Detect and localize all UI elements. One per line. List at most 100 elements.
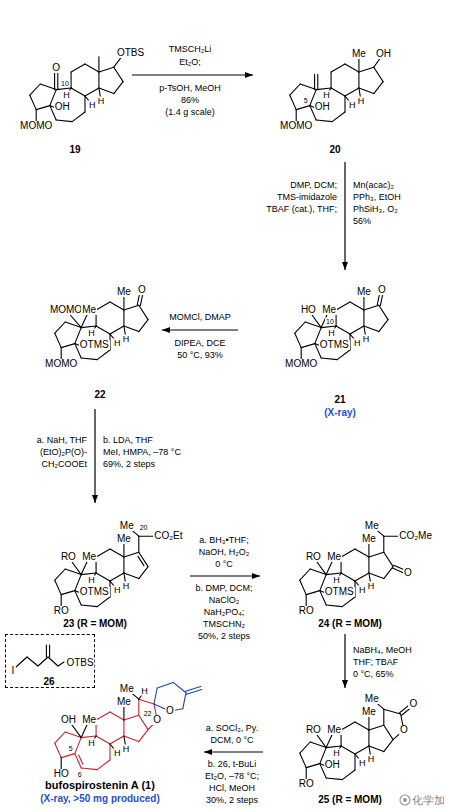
reagent-text: THF; TBAF — [352, 658, 399, 667]
atom-label: H — [88, 100, 97, 109]
reagent-text: NaOH, H₂O₂ — [198, 548, 251, 557]
atom-label: MOMO — [49, 305, 83, 315]
atom-label: Me — [81, 715, 97, 725]
atom-label: CO₂Me — [398, 531, 433, 541]
bond — [81, 605, 97, 607]
reagent-text: MeI, HMPA, –78 °C — [102, 448, 182, 457]
bond — [326, 605, 342, 607]
atom-label: RO — [298, 606, 315, 616]
bond — [56, 88, 71, 90]
bond — [300, 580, 306, 594]
bond — [326, 746, 341, 748]
bond — [321, 326, 336, 328]
bond — [81, 768, 97, 770]
atom-label: H — [113, 338, 122, 347]
atom-label: H — [358, 758, 367, 767]
reagent-text: 56% — [352, 217, 372, 226]
bond — [383, 536, 384, 552]
bond — [124, 552, 139, 557]
bond — [138, 556, 144, 565]
bond — [61, 754, 75, 758]
bond — [355, 573, 369, 581]
bond — [81, 326, 96, 328]
atom-label: OTMS — [319, 340, 350, 350]
bond — [354, 754, 355, 770]
bond — [345, 64, 359, 72]
bond — [97, 597, 110, 607]
atom-label: H — [97, 96, 106, 105]
compound: 24 (R = MOM) — [262, 505, 445, 632]
atom-label: H — [62, 91, 71, 100]
bond — [306, 591, 320, 595]
bond — [139, 699, 154, 704]
bond — [355, 722, 369, 730]
reagent-text: 86% — [180, 96, 200, 105]
bond — [186, 686, 201, 691]
atom-label: O — [403, 568, 413, 578]
reagent-text: a. BH₃•THF; — [198, 536, 249, 545]
bond — [369, 746, 384, 752]
compound-number: 24 (R = MOM) — [318, 619, 382, 629]
bond — [383, 709, 384, 725]
bond — [369, 552, 384, 557]
bond — [300, 84, 316, 90]
compound-number: (X-ray) — [324, 408, 356, 418]
atom-label: Me — [321, 305, 337, 315]
atom-label: OH — [314, 102, 331, 112]
bond — [75, 754, 81, 768]
bond — [30, 84, 40, 95]
bond — [96, 326, 110, 334]
reagent-text: 50 °C, 93% — [176, 351, 224, 360]
reagent-text: DIPEA, DCE — [173, 339, 226, 348]
bond — [379, 320, 388, 332]
reagent-text: a. NaH, THF — [36, 436, 88, 445]
bond — [97, 350, 110, 360]
bond — [123, 557, 124, 573]
bond — [368, 557, 369, 573]
atom-label: OTMS — [324, 587, 355, 597]
bond — [369, 725, 384, 730]
bond — [384, 536, 399, 537]
locant-number: 10 — [60, 80, 70, 87]
bond — [110, 712, 124, 720]
bond — [81, 358, 97, 360]
atom-label: H — [348, 100, 357, 109]
bond — [110, 549, 124, 557]
bond — [38, 657, 48, 666]
reagent-text: b. DMP, DCM; — [195, 584, 254, 593]
bond — [342, 770, 355, 780]
bond — [55, 322, 65, 333]
atom-label: CO₂Et — [153, 531, 183, 541]
watermark-icon — [400, 795, 410, 805]
bond — [110, 326, 124, 334]
bond — [71, 64, 85, 72]
bond — [139, 730, 148, 742]
bond — [341, 746, 355, 754]
atom-label: OTMS — [79, 340, 110, 350]
atom-label: Me — [364, 694, 380, 704]
bond — [124, 573, 139, 579]
reagent-text: Et₂O, –78 °C; — [204, 772, 260, 781]
atom-label: HO — [53, 769, 70, 779]
bond — [154, 688, 157, 704]
bond — [331, 64, 345, 72]
atom-label: MOMO — [279, 121, 313, 131]
locant-number: 20 — [139, 524, 149, 531]
bond — [384, 552, 393, 566]
bond — [290, 84, 300, 95]
bond — [36, 106, 50, 110]
atom-label: HO — [300, 305, 317, 315]
compound-number: 25 (R = MOM) — [318, 795, 382, 805]
bond — [99, 67, 114, 72]
bond — [350, 302, 364, 310]
atom-label: H — [327, 329, 336, 338]
bond — [98, 57, 99, 72]
bond — [384, 567, 393, 579]
locant-number: 6 — [77, 770, 83, 777]
atom-label: O — [137, 285, 147, 295]
atom-label: H — [353, 338, 362, 347]
atom-label: RO — [60, 552, 77, 562]
atom-label: H — [367, 581, 376, 590]
bond — [75, 738, 81, 754]
